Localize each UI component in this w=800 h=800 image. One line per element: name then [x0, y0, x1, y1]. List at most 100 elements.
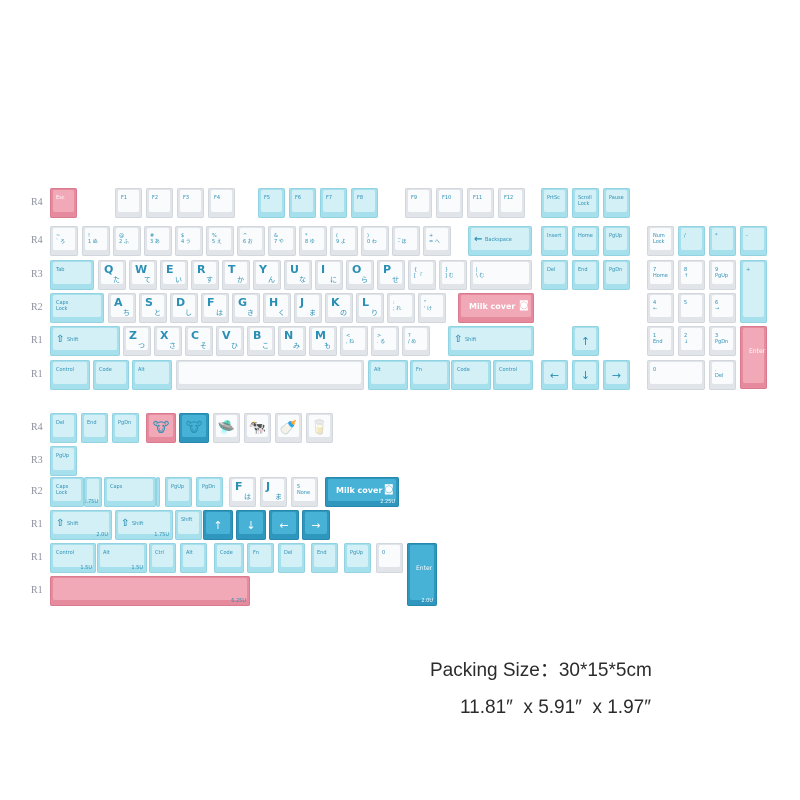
- key-legend: Control: [499, 367, 518, 373]
- keycap-top: [328, 479, 396, 501]
- main-keycap-f5: F5: [258, 188, 285, 218]
- main-keycap-end: End: [572, 260, 599, 290]
- key-kana: に: [330, 276, 337, 284]
- key-kana: つ: [138, 342, 145, 350]
- key-legend: Caps Lock: [56, 300, 69, 312]
- keycap-top: [575, 228, 596, 250]
- milk-cover-label: Milk cover: [469, 302, 516, 311]
- main-keycap-3: 3 PgDn: [709, 326, 736, 356]
- main-keycap-blank: [176, 360, 364, 390]
- milk-bottle-icon: 🍼: [279, 420, 298, 436]
- extra-keycap-pgup: PgUp: [50, 446, 77, 476]
- row-label: R1: [31, 552, 43, 563]
- key-legend: Del: [284, 550, 293, 556]
- keycap-top: [712, 262, 733, 284]
- keycap-top: [101, 262, 123, 284]
- keycap-top: [575, 362, 596, 384]
- keycap-top: [53, 578, 247, 600]
- main-keycap-control: Control: [493, 360, 533, 390]
- keycap-top: [266, 295, 288, 317]
- extra-keycap-5: 5 None: [291, 477, 318, 507]
- key-legend: PgUp: [350, 550, 364, 556]
- keycap-top: [53, 362, 87, 384]
- keycap-top: [354, 190, 375, 212]
- row-label: R4: [31, 235, 43, 246]
- keycap-top: [606, 362, 627, 384]
- key-letter: U: [290, 263, 299, 276]
- key-kana: も: [324, 342, 331, 350]
- keycap-top: [53, 415, 74, 437]
- key-kana: い: [175, 276, 182, 284]
- main-keycap-6: 6 →: [709, 293, 736, 323]
- keycap-top: [712, 328, 733, 350]
- row-label: R2: [31, 486, 43, 497]
- main-keycap-blank: < , ね: [340, 326, 368, 356]
- row-label: R1: [31, 585, 43, 596]
- main-keycap-blank: ) 0 わ: [361, 226, 389, 256]
- key-kana: は: [244, 493, 251, 501]
- keycap-top: [118, 512, 170, 534]
- keycap-top: [107, 479, 153, 501]
- keycap-top: [115, 415, 136, 437]
- main-keycap-5: 5: [678, 293, 705, 323]
- key-kana: な: [299, 276, 306, 284]
- key-legend: 1 End: [653, 333, 663, 345]
- extra-keycap-blank: 6.25U: [50, 576, 250, 606]
- key-kana: ら: [361, 276, 368, 284]
- keycap-top: [272, 512, 296, 534]
- row-label: R4: [31, 422, 43, 433]
- keycap-top: [743, 228, 764, 250]
- key-letter: E: [166, 263, 174, 276]
- key-legend: Code: [220, 550, 233, 556]
- key-letter: J: [266, 480, 271, 493]
- extra-keycap-shift: Shift⇧1.75U: [115, 510, 173, 540]
- key-legend: Alt: [103, 550, 110, 556]
- keycap-top: [53, 479, 81, 501]
- key-legend: *: [715, 233, 718, 239]
- key-legend: 4 ←: [653, 300, 658, 312]
- keycap-top: [188, 328, 210, 350]
- key-legend: Esc: [56, 195, 65, 201]
- key-legend: Control: [56, 367, 75, 373]
- extra-keycap-arrow: ←: [269, 510, 299, 540]
- keycap-top: [209, 228, 231, 250]
- key-legend: Home: [578, 233, 593, 239]
- main-keycap-1: 1 End: [647, 326, 674, 356]
- key-kana: そ: [200, 342, 207, 350]
- key-kana: く: [278, 309, 285, 317]
- key-kana: せ: [392, 276, 399, 284]
- key-letter: R: [197, 263, 206, 276]
- keycap-top: [380, 262, 402, 284]
- key-legend: 0: [382, 550, 386, 556]
- key-size-unit: 2.0U: [421, 598, 433, 604]
- key-size-unit: 1.75U: [154, 532, 169, 538]
- arrow-down-icon: ↓: [580, 368, 591, 382]
- key-kana: か: [237, 276, 244, 284]
- key-letter: F: [207, 296, 215, 309]
- main-keycap-milk-cover: Milk cover◙: [458, 293, 534, 323]
- keycap-top: [84, 415, 105, 437]
- key-kana: す: [206, 276, 213, 284]
- keycap-top: [712, 295, 733, 317]
- main-keycap-blank: ~ ` ろ: [50, 226, 78, 256]
- keycap-top: [53, 545, 93, 567]
- extra-keycap-caps: Caps: [104, 477, 156, 507]
- milk-bottle-small-icon: 🥛: [310, 420, 329, 436]
- key-letter: L: [362, 296, 370, 309]
- keycap-top: [470, 190, 491, 212]
- keycap-top: [413, 362, 447, 384]
- keycap-top: [461, 295, 531, 317]
- key-legend: Num Lock: [653, 233, 665, 245]
- key-legend: F7: [326, 195, 333, 201]
- keycap-top: [501, 190, 522, 212]
- keycap-top: [53, 295, 101, 317]
- keycap-top: [421, 295, 443, 317]
- key-legend: ? / め: [408, 333, 417, 345]
